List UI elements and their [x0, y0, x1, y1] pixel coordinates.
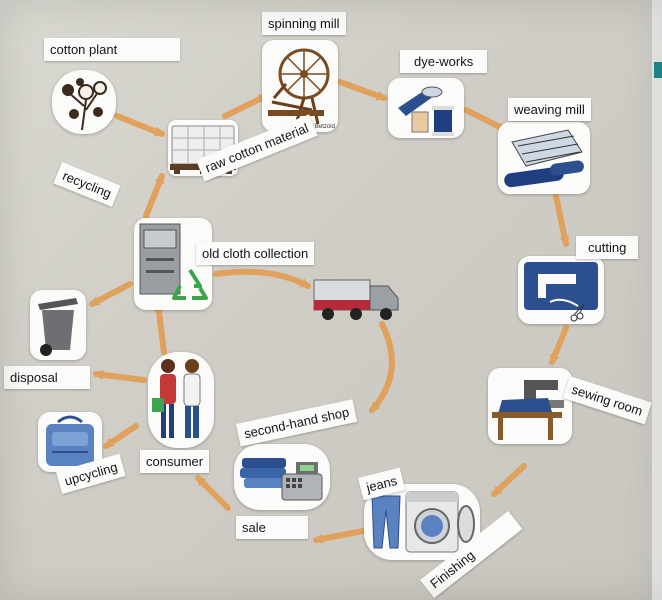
arrow-cutting-to-sewing: [549, 325, 569, 365]
label-cutting: cutting: [576, 236, 639, 259]
dye-works-card: [388, 78, 464, 138]
label-weaving-mill: weaving mill: [508, 98, 591, 121]
spinning-wheel-icon: P.Betzold: [268, 48, 335, 130]
arrow-bales-to-spinning: [222, 93, 269, 119]
arrow-collection-to-truck: [213, 268, 311, 289]
second-hand-shop-icon: [240, 458, 323, 501]
jeans-icon: [371, 495, 401, 549]
arrow-sale-to-consumer: [195, 475, 231, 511]
consumers-card: [148, 352, 214, 448]
label-sale: sale: [236, 516, 308, 539]
arrow-truck-to-secondhand: [369, 321, 395, 413]
delivery-truck-icon: [313, 279, 399, 320]
label-dye-works: dye-works: [400, 50, 488, 73]
label-cotton-plant: cotton plant: [44, 38, 180, 61]
arrow-collection-to-bales: [143, 173, 165, 219]
label-old-cloth-collection: old cloth collection: [196, 242, 315, 265]
sewing-room-card: [488, 368, 572, 444]
cutting-card: [518, 256, 604, 324]
wall-tag: [654, 62, 662, 78]
label-disposal: disposal: [4, 366, 90, 389]
consumers-icon: [152, 359, 201, 438]
dye-works-icon: [398, 86, 454, 136]
betzold-logo: P.Betzold: [310, 124, 335, 130]
arrow-weaving-to-cutting: [553, 193, 570, 247]
clothing-bin-icon: [139, 223, 181, 295]
cotton-plant-icon: [62, 78, 107, 131]
weaving-loom-icon: [504, 129, 584, 188]
clothing-bin-card: [134, 218, 212, 310]
wall-strip: [652, 0, 662, 600]
backpack-icon: [46, 415, 94, 466]
arrow-cotton-to-bales: [114, 113, 165, 137]
trash-bin-card: [30, 290, 86, 360]
label-consumer: consumer: [140, 450, 210, 473]
arrow-sewing-to-finishing: [491, 463, 527, 497]
second-hand-shop-card: [234, 444, 330, 510]
cotton-plant-card: [52, 70, 116, 134]
arrow-consumer-to-disposal: [93, 369, 147, 383]
arrow-finishing-to-sale: [313, 527, 371, 544]
cutting-fabric-icon: [524, 262, 598, 322]
arrow-spinning-to-dye: [337, 79, 387, 101]
sewing-machine-icon: [492, 380, 564, 440]
washing-machine-icon: [405, 491, 475, 553]
recycle-icon: [172, 268, 208, 300]
arrow-consumer-to-collection: [153, 301, 167, 355]
arrow-consumer-to-upcycling: [103, 423, 139, 449]
arrow-collection-to-disposal: [89, 281, 133, 307]
label-spinning-mill: spinning mill: [262, 12, 346, 35]
trash-bin-icon: [38, 298, 78, 356]
weaving-loom-card: [498, 122, 590, 194]
